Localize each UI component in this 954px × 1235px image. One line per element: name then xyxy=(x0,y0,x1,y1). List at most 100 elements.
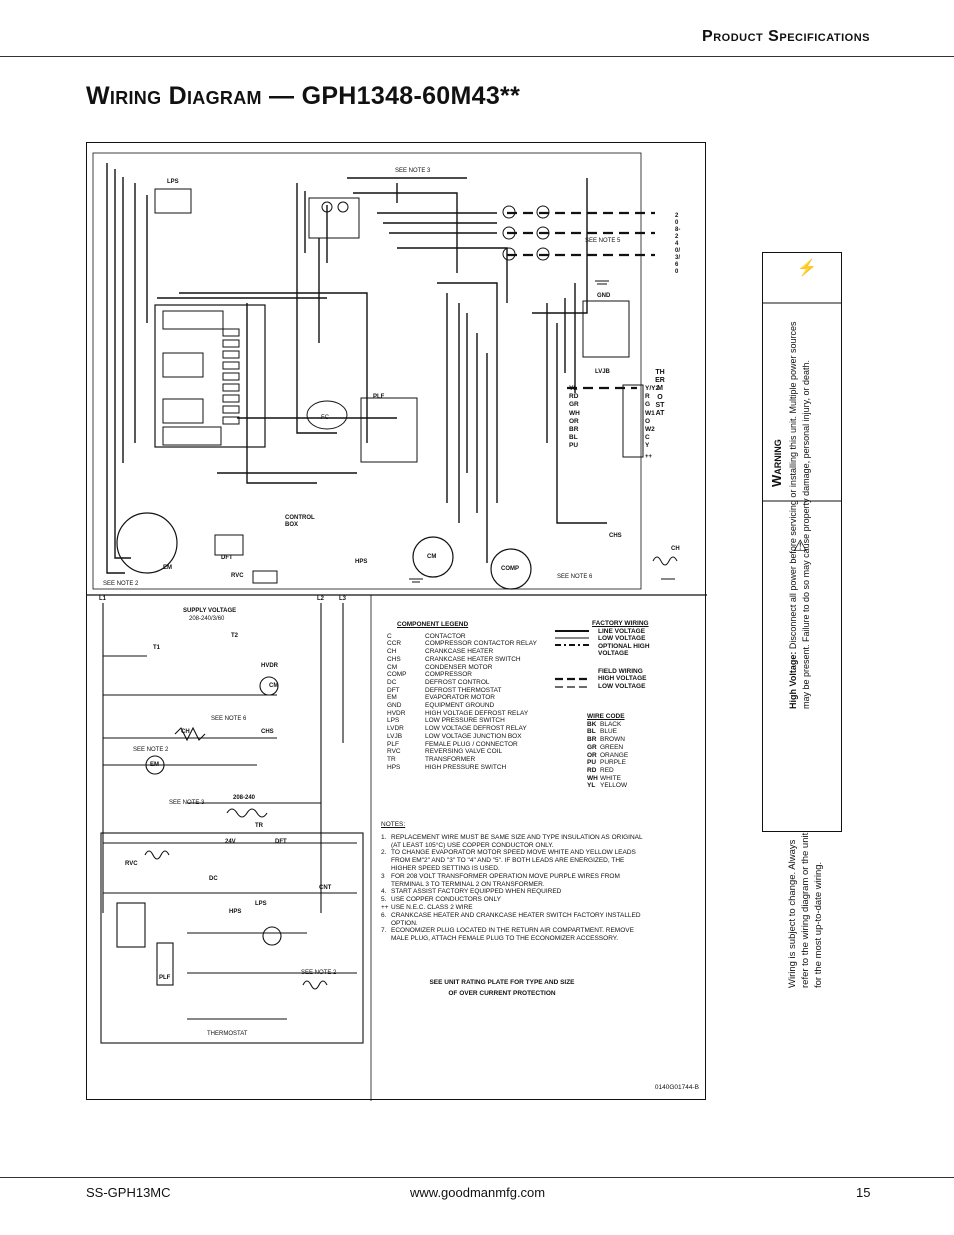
see-note-2-label: SEE NOTE 2 xyxy=(103,581,139,587)
thermostat-terminals: Y/Y2 R G W1 O W2 C Y xyxy=(645,385,659,451)
footer-doc-id: SS-GPH13MC xyxy=(86,1185,171,1200)
lvjb-label: LVJB xyxy=(595,369,610,375)
lvjb-wire: GR xyxy=(569,401,579,409)
class2-marker: ++ xyxy=(645,454,653,460)
see-note-3-ladder: SEE NOTE 3 xyxy=(169,800,205,806)
em-label: EM xyxy=(163,565,172,571)
field-wiring-item: LOW VOLTAGE xyxy=(598,682,646,690)
dc-label: DC xyxy=(209,876,218,882)
lps-label: LPS xyxy=(167,179,179,185)
over-current-note: SEE UNIT RATING PLATE FOR TYPE AND SIZE … xyxy=(429,979,575,997)
ch-ladder-label: CH xyxy=(181,729,190,735)
warning-title: Warning xyxy=(769,439,784,487)
see-note-6-label: SEE NOTE 6 xyxy=(557,574,593,580)
wiring-diagram: LPS SEE NOTE 3 SEE NOTE 5 SEE NOTE 2 SEE… xyxy=(86,142,707,1101)
note-item: 5.USE COPPER CONDUCTORS ONLY xyxy=(381,896,501,904)
tr-label: TR xyxy=(255,823,263,829)
control-box-label: CONTROL BOX xyxy=(285,515,315,528)
lvjb-wire-list: YL RD GR WH OR BR BL PU xyxy=(569,385,580,451)
see-note-3-label: SEE NOTE 3 xyxy=(395,168,431,174)
cnt-label: CNT xyxy=(319,885,332,891)
24v-label: 24V xyxy=(225,839,236,845)
note-item: 7.ECONOMIZER PLUG LOCATED IN THE RETURN … xyxy=(381,927,634,943)
l2-label: L2 xyxy=(317,596,325,602)
note-item: 4.START ASSIST FACTORY EQUIPPED WHEN REQ… xyxy=(381,888,562,896)
dft-ladder-label: DFT xyxy=(275,839,287,845)
wiring-line-samples xyxy=(555,630,589,688)
lvjb-wire: PU xyxy=(569,442,579,450)
hvdr-label: HVDR xyxy=(261,663,279,669)
rvc-ladder-label: RVC xyxy=(125,861,138,867)
em-ladder-label: EM xyxy=(150,762,159,768)
see-note-6-ladder: SEE NOTE 6 xyxy=(211,716,247,722)
lightning-icon: ⚡ xyxy=(797,260,817,277)
component-legend-title: COMPONENT LEGEND xyxy=(397,621,469,628)
warning-text: Disconnect all power before servicing or… xyxy=(788,321,811,709)
note-item: 6.CRANKCASE HEATER AND CRANKCASE HEATER … xyxy=(381,911,641,927)
t1-label: T1 xyxy=(153,645,161,651)
t2-label: T2 xyxy=(231,633,239,639)
hps-label: HPS xyxy=(355,559,368,565)
thermostat-terminal: W2 xyxy=(645,426,655,434)
see-note-2-ladder-b: SEE NOTE 2 xyxy=(301,970,337,976)
supply-voltage-value: 208-240/3/60 xyxy=(189,616,225,622)
tr-voltage-label: 208-240 xyxy=(233,795,256,801)
warning-panel: ⚡ ⚠ Warning High Voltage: Disconnect all… xyxy=(762,252,842,832)
thermostat-terminal: G xyxy=(645,401,651,409)
footer-website[interactable]: www.goodmanmfg.com xyxy=(410,1185,546,1200)
warning-body: High Voltage: Disconnect all power befor… xyxy=(787,309,813,709)
wiring-line-key: FACTORY WIRING LINE VOLTAGE LOW VOLTAGE … xyxy=(592,620,658,690)
notes: NOTES: 1.REPLACEMENT WIRE MUST BE SAME S… xyxy=(381,821,651,943)
ch-label: CH xyxy=(671,546,680,552)
cm-ladder-label: CM xyxy=(269,683,279,689)
thermostat-terminal: C xyxy=(645,434,650,442)
warning-triangle-icon: ⚠ xyxy=(793,538,808,555)
header-rule xyxy=(0,56,954,57)
thermostat-terminal: Y xyxy=(645,442,650,450)
lps-ladder-label: LPS xyxy=(255,901,267,907)
notes-title: NOTES: xyxy=(381,821,406,828)
lvjb-wire: OR xyxy=(569,417,579,425)
supply-voltage-vertical: 208-240/3/60 xyxy=(675,213,681,275)
rvc-label: RVC xyxy=(231,573,244,579)
comp-label: COMP xyxy=(501,566,519,572)
warning-panel-dividers xyxy=(763,302,841,502)
dft-label: DFT xyxy=(221,555,233,561)
thermostat-terminal: Y/Y2 xyxy=(645,385,660,392)
thermostat-terminal: R xyxy=(645,393,650,401)
wiring-schematic xyxy=(87,152,707,1101)
page-title: Wiring Diagram — GPH1348-60M43** xyxy=(86,82,521,110)
plf-label: PLF xyxy=(373,394,385,400)
field-wiring-item: HIGH VOLTAGE xyxy=(598,675,647,682)
thermostat-terminal: O xyxy=(645,417,651,425)
lvjb-wire: WH xyxy=(569,409,580,417)
l1-label: L1 xyxy=(99,596,107,602)
wire-code-title: WIRE CODE xyxy=(587,713,625,720)
supply-voltage-label: SUPPLY VOLTAGE xyxy=(183,608,237,614)
